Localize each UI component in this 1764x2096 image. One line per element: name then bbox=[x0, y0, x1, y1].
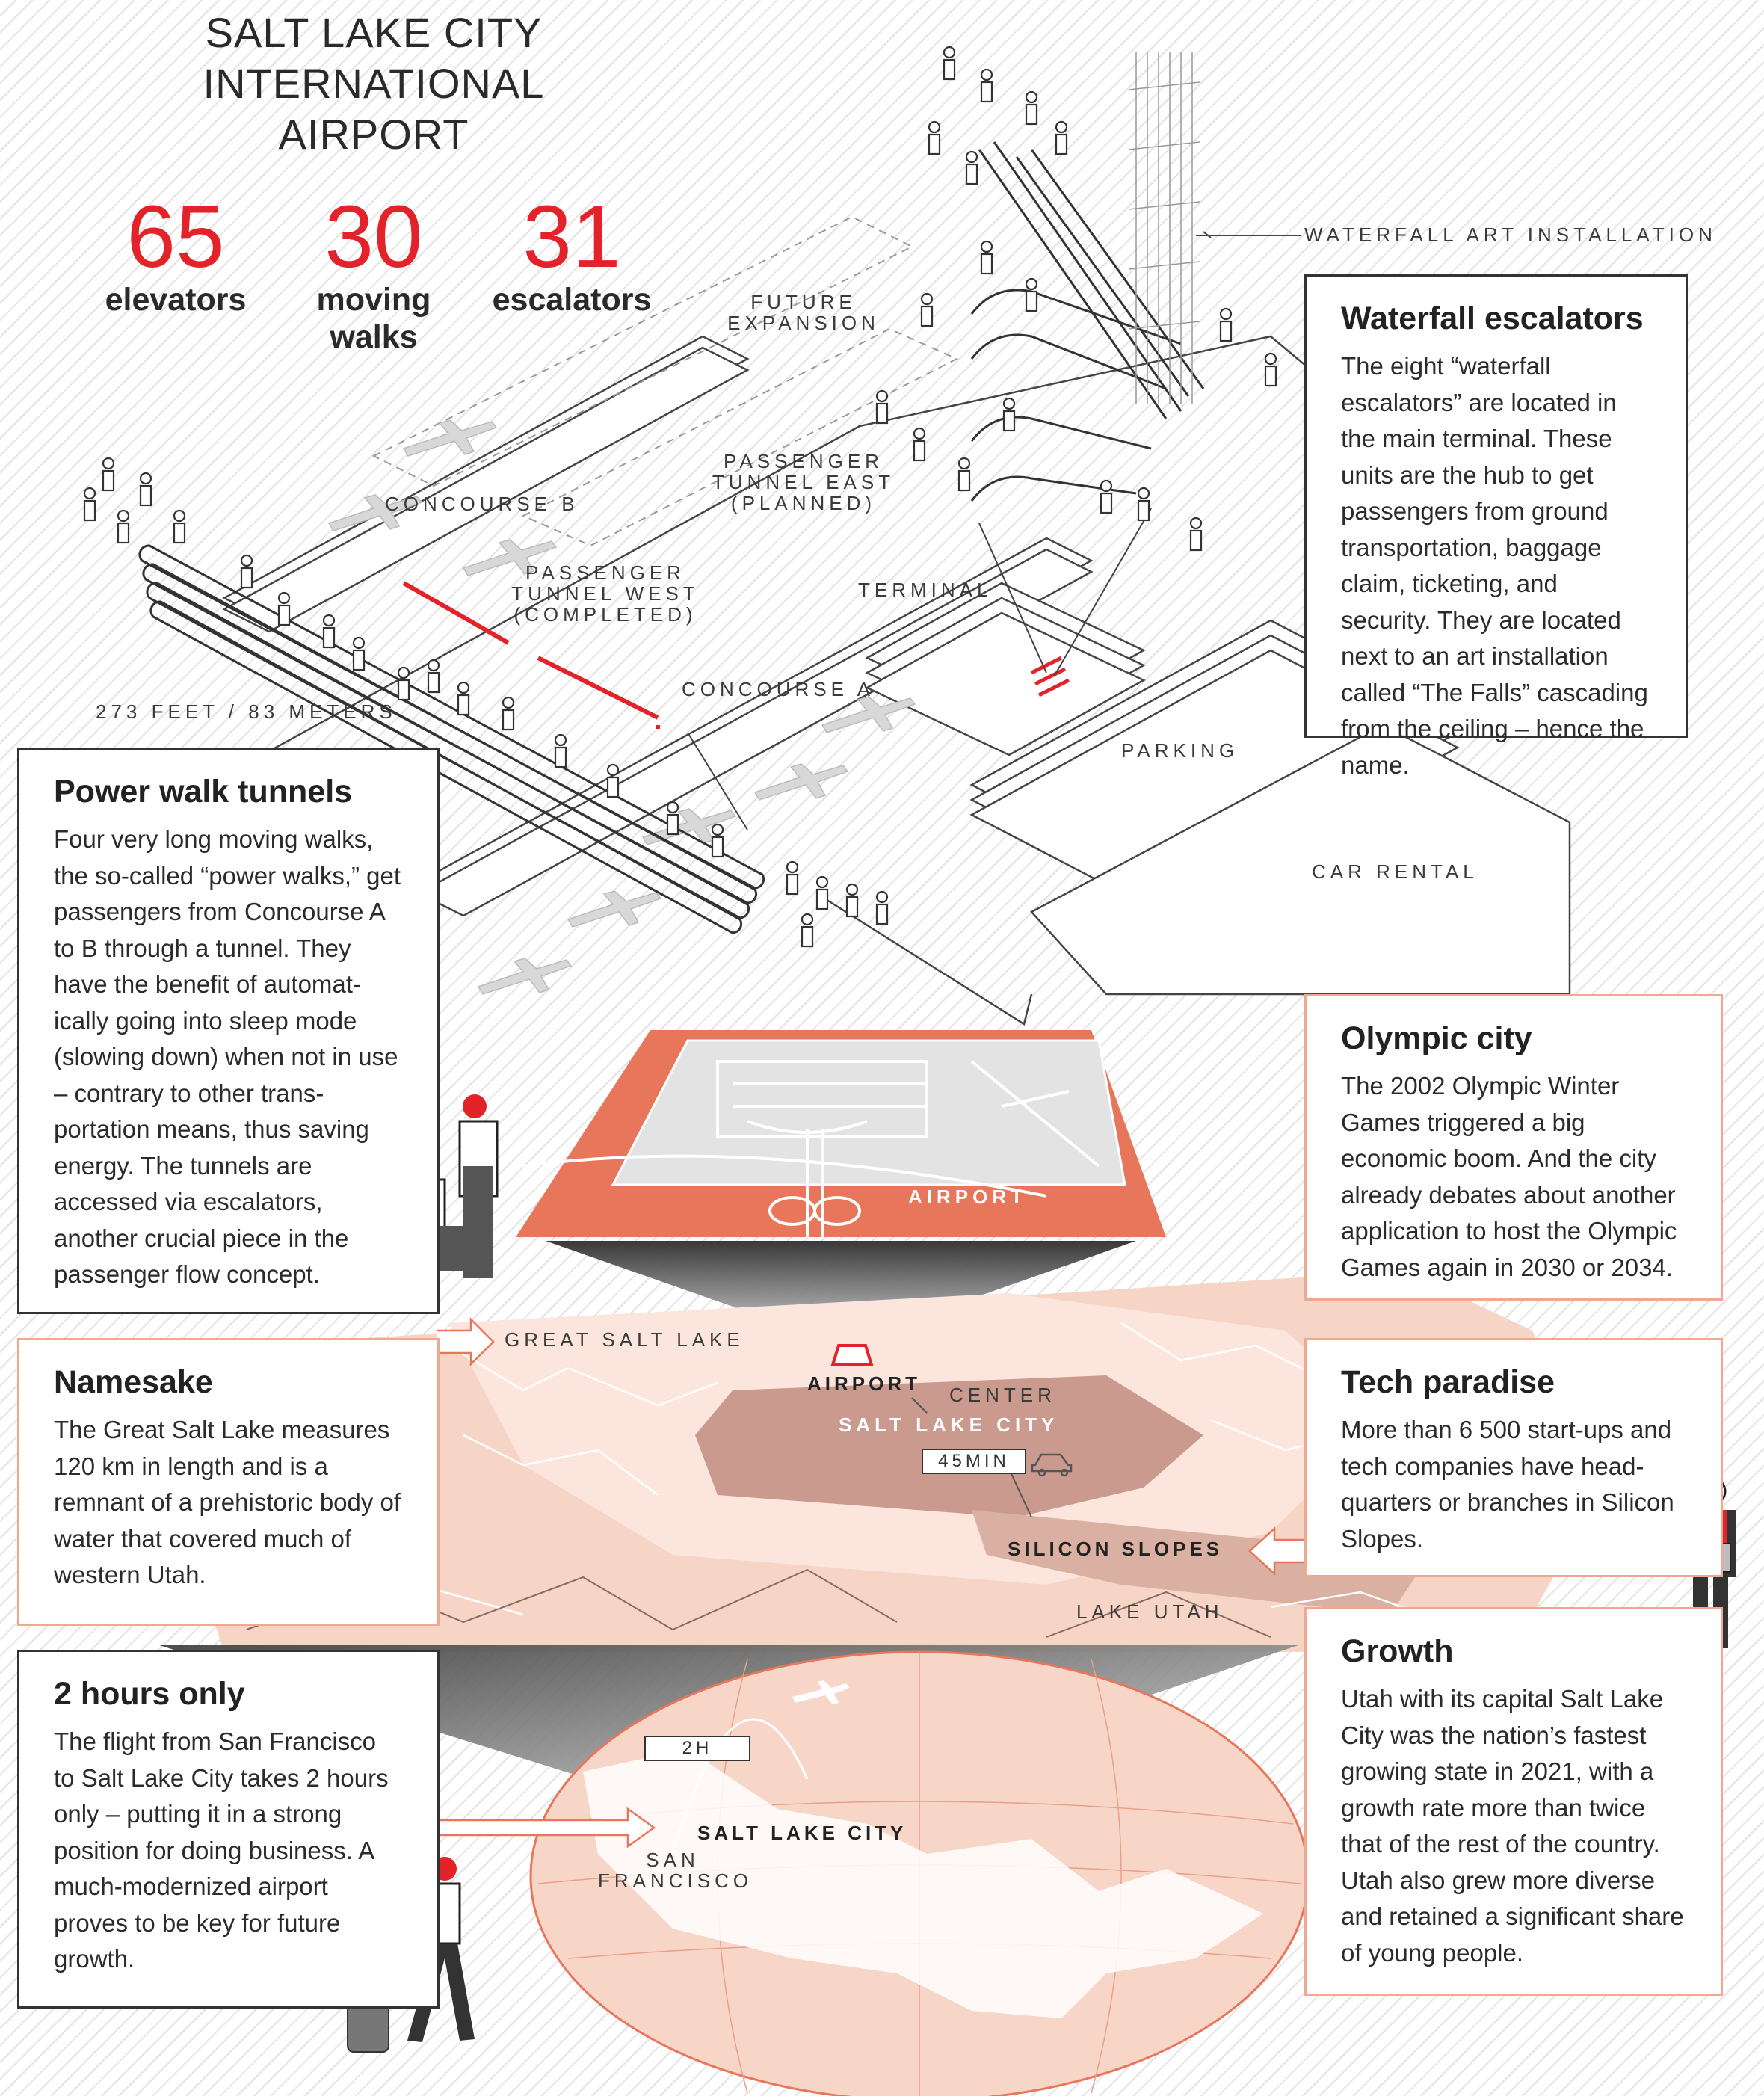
label-concourse-b: CONCOURSE B bbox=[385, 493, 579, 515]
olympic-city-box: Olympic city The 2002 Olympic Winter Gam… bbox=[1304, 994, 1723, 1301]
terminal-building-3 bbox=[865, 611, 1146, 756]
plane-icon bbox=[792, 1680, 849, 1704]
terminal-red-markers bbox=[1030, 656, 1070, 697]
label-silicon-slopes: SILICON SLOPES bbox=[1008, 1538, 1224, 1560]
waterfall-escalators-text: The eight “waterfall escalators” are loc… bbox=[1341, 352, 1648, 779]
waterfall-escalators-heading: Waterfall escalators bbox=[1341, 300, 1644, 336]
flight-time-badge: 2H bbox=[644, 1736, 750, 1761]
power-walk-heading: Power walk tunnels bbox=[54, 774, 353, 810]
namesake-box: Namesake The Great Salt Lake measures 12… bbox=[17, 1338, 440, 1626]
ground-outline-2 bbox=[821, 896, 1033, 1026]
label-san-francisco: SAN FRANCISCO bbox=[598, 1849, 753, 1892]
growth-text: Utah with its capital Salt Lake City was… bbox=[1341, 1685, 1684, 1967]
namesake-heading: Namesake bbox=[54, 1364, 213, 1400]
flight-arc bbox=[671, 1718, 809, 1855]
waterfall-escalators-box: Waterfall escalators The eight “waterfal… bbox=[1304, 274, 1688, 779]
tunnel-west-red bbox=[402, 581, 660, 729]
label-great-salt-lake: GREAT SALT LAKE bbox=[505, 1328, 744, 1351]
silicon-slopes-arrow bbox=[1248, 1526, 1304, 1576]
two-hours-text: The flight from San Francisco to Salt La… bbox=[54, 1727, 389, 1973]
label-waterfall-art: WATERFALL ART INSTALLATION bbox=[1304, 224, 1717, 246]
label-salt-lake-city-map: SALT LAKE CITY bbox=[839, 1414, 1059, 1436]
great-salt-lake-arrow bbox=[437, 1316, 495, 1367]
airport-map-icon bbox=[830, 1344, 874, 1366]
olympic-city-text: The 2002 Olympic Winter Games triggered … bbox=[1341, 1072, 1677, 1281]
stat-moving-walks: 30 moving walks bbox=[269, 193, 478, 356]
label-parking: PARKING bbox=[1121, 739, 1239, 762]
stat-elevators: 65 elevators bbox=[71, 193, 280, 318]
growth-box: Growth Utah with its capital Salt Lake C… bbox=[1304, 1607, 1723, 1996]
tech-paradise-box: Tech paradise More than 6 500 start-ups … bbox=[1304, 1338, 1723, 1577]
globe bbox=[437, 1650, 1310, 2096]
label-concourse-a: CONCOURSE A bbox=[682, 678, 875, 700]
power-walk-box: Power walk tunnels Four very long moving… bbox=[17, 748, 440, 1314]
future-expansion-outline bbox=[371, 215, 959, 547]
ground-outline bbox=[194, 335, 1316, 794]
growth-heading: Growth bbox=[1341, 1633, 1454, 1669]
label-car-rental: CAR RENTAL bbox=[1312, 860, 1478, 883]
tech-paradise-text: More than 6 500 start-ups and tech compa… bbox=[1341, 1416, 1674, 1553]
waterfall-escalators bbox=[970, 141, 1205, 502]
two-hours-heading: 2 hours only bbox=[54, 1676, 245, 1712]
passenger-figures bbox=[83, 46, 1277, 948]
olympic-city-heading: Olympic city bbox=[1341, 1020, 1532, 1056]
car-icon bbox=[1031, 1453, 1073, 1477]
regional-map bbox=[172, 1271, 1600, 1652]
two-hours-box: 2 hours only The flight from San Francis… bbox=[17, 1650, 440, 2009]
waterfall-art-grid bbox=[1128, 52, 1200, 404]
label-lake-utah: LAKE UTAH bbox=[1076, 1600, 1224, 1623]
stat-elevators-label: elevators bbox=[105, 282, 247, 318]
label-salt-lake-city-globe: SALT LAKE CITY bbox=[697, 1822, 907, 1844]
label-tunnel-east: PASSENGER TUNNEL EAST (PLANNED) bbox=[712, 450, 895, 514]
leader-lines bbox=[687, 231, 1301, 830]
power-walk-tubes bbox=[138, 544, 765, 934]
namesake-text: The Great Salt Lake measures 120 km in l… bbox=[54, 1416, 401, 1588]
label-airport-map: AIRPORT bbox=[807, 1372, 921, 1395]
label-center: CENTER bbox=[949, 1384, 1056, 1406]
airport-plan-card bbox=[516, 1030, 1166, 1237]
stat-escalators-label: escalators bbox=[492, 282, 652, 318]
concourse-b-building-2 bbox=[222, 346, 750, 633]
stat-escalators: 31 escalators bbox=[467, 193, 676, 318]
page-title: SALT LAKE CITY INTERNATIONAL AIRPORT bbox=[203, 9, 545, 158]
tech-paradise-heading: Tech paradise bbox=[1341, 1364, 1555, 1400]
drive-time-badge: 45MIN bbox=[922, 1449, 1026, 1474]
label-future-expansion: FUTURE EXPANSION bbox=[727, 291, 880, 334]
san-francisco-arrow bbox=[437, 1807, 656, 1849]
zoom-beam-top bbox=[546, 1241, 1136, 1338]
stat-elevators-value: 65 bbox=[126, 188, 225, 286]
label-terminal: TERMINAL bbox=[858, 579, 993, 601]
label-airport-plan: AIRPORT bbox=[908, 1186, 1027, 1208]
label-tunnel-west: PASSENGER TUNNEL WEST (COMPLETED) bbox=[511, 561, 700, 626]
stat-moving-walks-value: 30 bbox=[324, 188, 423, 286]
apron-planes bbox=[327, 419, 916, 995]
power-walk-text: Four very long moving walks, the so-call… bbox=[54, 825, 401, 1288]
stat-moving-walks-label: moving walks bbox=[316, 282, 431, 355]
label-length: 273 FEET / 83 METERS bbox=[96, 700, 397, 723]
car-rental-area bbox=[1029, 724, 1571, 996]
stat-escalators-value: 31 bbox=[522, 188, 621, 286]
